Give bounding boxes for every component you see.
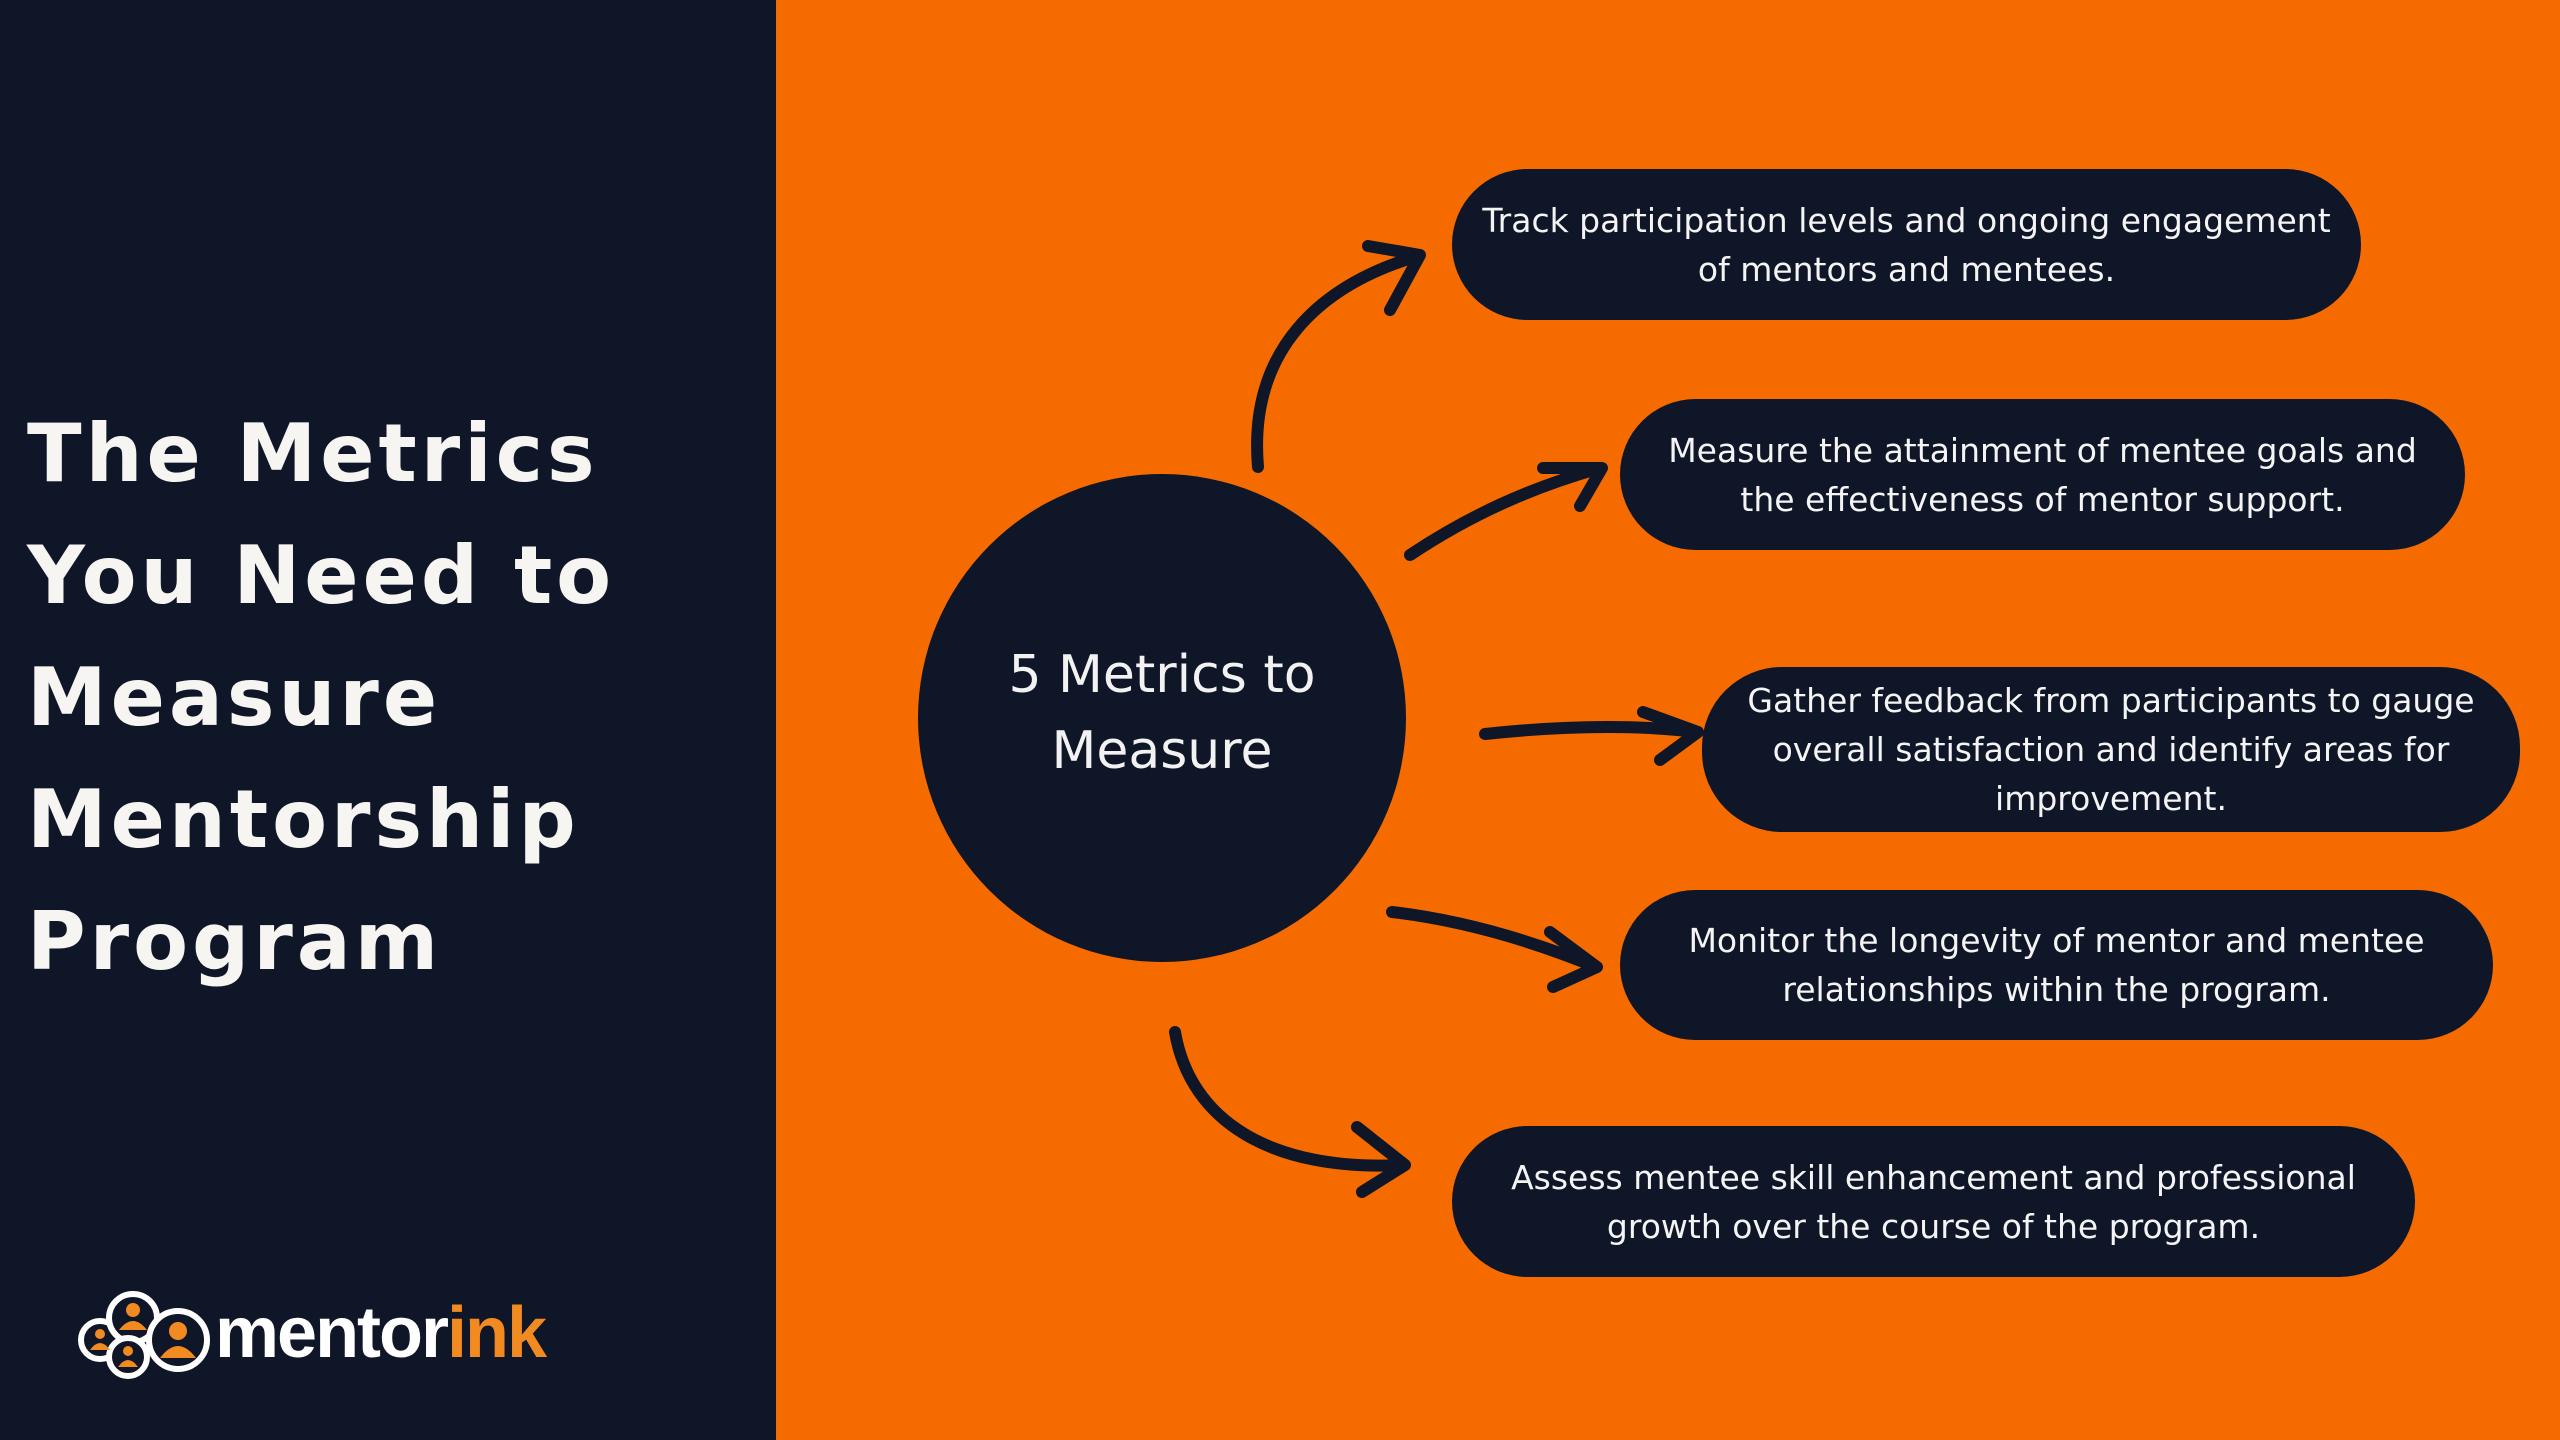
metric-text-line: Assess mentee skill enhancement and prof…: [1511, 1157, 2356, 1197]
people-cloud-icon: [78, 1291, 210, 1379]
metric-text-line: growth over the course of the program.: [1606, 1206, 2261, 1246]
hub-label-line: 5 Metrics to: [1008, 645, 1316, 705]
logo-wordmark: mentorink: [215, 1290, 547, 1376]
hub-label: 5 Metrics to Measure: [1008, 637, 1315, 789]
metric-text-line: overall satisfaction and identify areas …: [1772, 730, 2450, 769]
metric-text-line: Track participation levels and ongoing e…: [1482, 200, 2331, 240]
title-line: Program: [27, 895, 443, 988]
title-line: You Need to: [27, 529, 616, 622]
metric-card-longevity: Monitor the longevity of mentor and ment…: [1620, 890, 2493, 1040]
central-hub-circle: 5 Metrics to Measure: [918, 474, 1406, 962]
metric-text-line: Measure the attainment of mentee goals a…: [1668, 430, 2417, 470]
left-panel: The Metrics You Need to Measure Mentorsh…: [0, 0, 776, 1440]
title-line: Mentorship: [27, 773, 580, 866]
metric-card-participation: Track participation levels and ongoing e…: [1452, 169, 2361, 320]
metric-text-line: of mentors and mentees.: [1697, 249, 2116, 289]
page-title: The Metrics You Need to Measure Mentorsh…: [27, 393, 615, 1003]
title-line: The Metrics: [27, 407, 599, 500]
metric-text-line: Monitor the longevity of mentor and ment…: [1688, 921, 2425, 960]
metric-card-feedback: Gather feedback from participants to gau…: [1702, 667, 2520, 832]
metric-text-line: Gather feedback from participants to gau…: [1747, 681, 2475, 720]
metric-text-line: the effectiveness of mentor support.: [1740, 479, 2345, 519]
metric-card-goal-attainment: Measure the attainment of mentee goals a…: [1620, 399, 2465, 550]
metric-card-skill-growth: Assess mentee skill enhancement and prof…: [1452, 1126, 2415, 1277]
metric-text-line: improvement.: [1995, 779, 2227, 818]
mentorink-logo: mentorink: [76, 1284, 596, 1384]
wordmark-ink: ink: [447, 1293, 547, 1373]
wordmark-mentor: mentor: [215, 1293, 449, 1373]
hub-label-line: Measure: [1051, 721, 1273, 781]
metric-text-line: relationships within the program.: [1782, 970, 2331, 1009]
title-line: Measure: [27, 651, 442, 744]
